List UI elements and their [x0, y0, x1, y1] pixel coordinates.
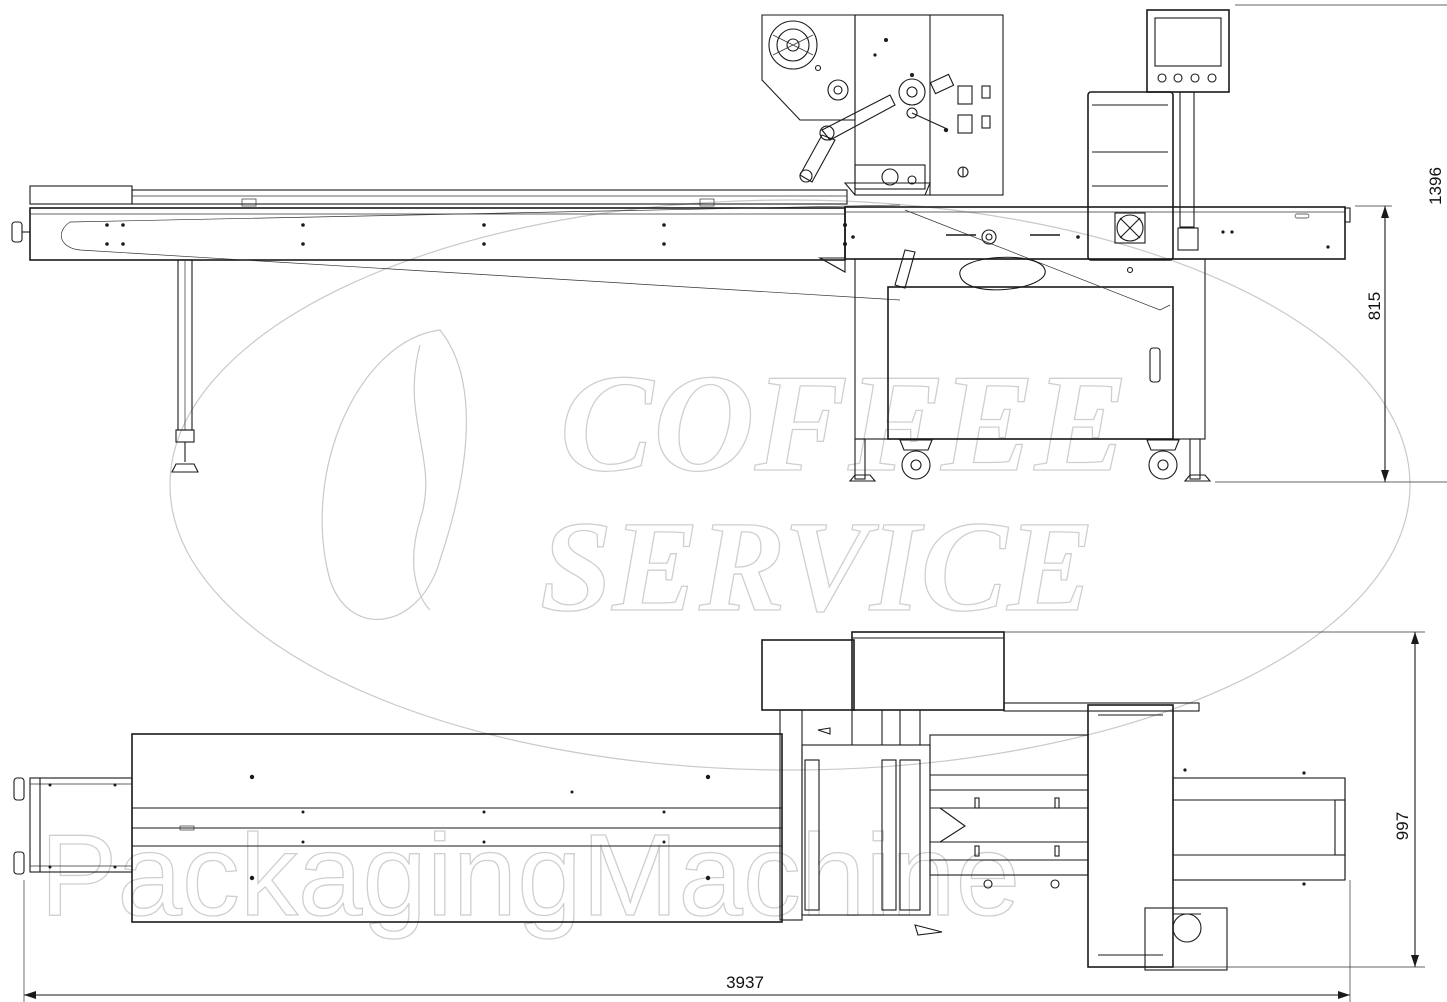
dimension-overall-height: 1396	[1426, 167, 1445, 205]
cabinet-door	[887, 286, 1174, 440]
film-reel-housing	[761, 14, 856, 121]
caster-wheel-right-icon	[1148, 450, 1178, 480]
watermark-ellipse	[169, 199, 1411, 771]
watermark: COFFEE SERVICE PackagingMachine	[39, 199, 1411, 941]
switch-upper-left	[957, 85, 973, 105]
dimension-overall-width: 997	[1393, 812, 1412, 840]
watermark-line2: SERVICE	[540, 495, 1094, 639]
drive-belt-icon	[959, 256, 1046, 291]
plan-cutter-housing	[1087, 704, 1174, 968]
sealing-roller-icon	[881, 168, 899, 186]
sealing-unit	[854, 164, 926, 190]
side-elevation: 815 1396	[11, 4, 1447, 483]
conveyor-belt-loop	[60, 221, 901, 301]
plan-knob-bottom-icon	[13, 851, 25, 875]
infeed-end-plate	[29, 185, 133, 205]
plan-upper-body	[851, 631, 1005, 711]
dimension-table-height: 815	[1365, 292, 1384, 320]
drive-belt-line	[904, 209, 1171, 311]
watermark-bean-crease	[413, 344, 431, 611]
drive-wheel-icon	[898, 78, 926, 106]
hmi-button-1	[1157, 73, 1167, 83]
dimension-overall-length: 3937	[726, 973, 764, 992]
hmi-button-4	[1207, 73, 1217, 83]
infeed-knob-icon	[11, 221, 23, 243]
upper-machine-body	[854, 14, 1004, 196]
watermark-line3: PackagingMachine	[40, 810, 1020, 940]
main-table-frame	[844, 206, 1346, 260]
film-arm-lower	[799, 134, 836, 183]
hmi-button-3	[1190, 73, 1200, 83]
right-leg	[1189, 438, 1201, 480]
cutter-window	[1114, 212, 1146, 244]
plan-knob-top-icon	[13, 777, 25, 801]
infeed-conveyor-frame	[29, 207, 846, 261]
infeed-leg-foot	[171, 463, 199, 473]
left-front-leg	[854, 438, 866, 480]
plan-motor-box	[1144, 907, 1228, 971]
film-reel-icon	[768, 20, 818, 70]
plan-reel-housing	[761, 639, 855, 711]
infeed-guide-rail	[131, 189, 848, 205]
plan-outfeed-conveyor	[1172, 777, 1346, 881]
hmi-button-2	[1173, 73, 1183, 83]
hmi-screen	[1154, 17, 1222, 67]
hmi-post	[1179, 91, 1195, 228]
adjust-knob-icon	[981, 229, 997, 245]
plan-motor-icon	[1172, 913, 1202, 943]
watermark-bean	[321, 329, 467, 620]
tension-roller-icon	[827, 79, 849, 101]
plan-view: 997 3937	[13, 631, 1425, 1002]
switch-upper-right	[981, 85, 991, 99]
switch-lower-left	[957, 114, 973, 134]
switch-lower-right	[981, 115, 991, 129]
film-arm	[821, 94, 896, 141]
caster-wheel-left-icon	[901, 450, 931, 480]
door-handle	[1149, 347, 1161, 383]
hmi-panel	[1146, 9, 1230, 93]
cutter-housing	[1087, 91, 1174, 261]
watermark-line1: COFFEE	[560, 346, 1128, 501]
